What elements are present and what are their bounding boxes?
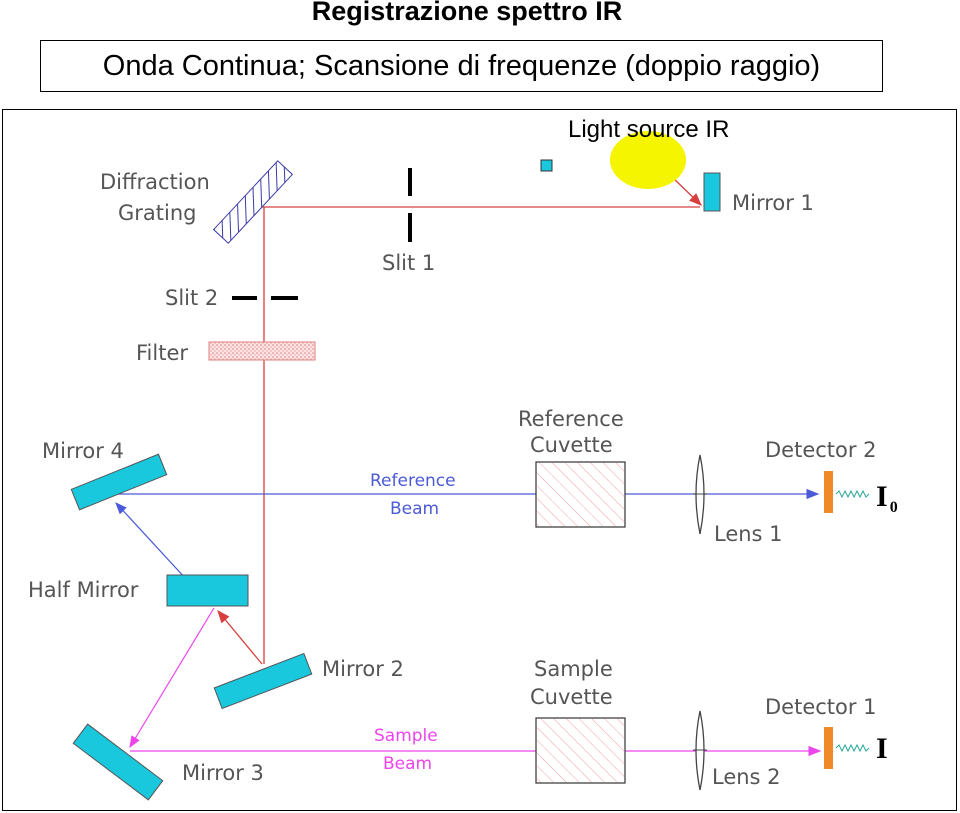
half-mirror	[166, 574, 249, 607]
detector-2-label: Detector 2	[765, 438, 877, 462]
mirror-3	[72, 723, 164, 801]
mirror-3-label: Mirror 3	[182, 761, 264, 785]
lens-2	[693, 710, 707, 791]
diffraction-label-1: Diffraction	[100, 170, 210, 194]
detector-1-signal-wave	[835, 743, 870, 753]
mirror-1	[703, 172, 721, 212]
subtitle-box: Onda Continua; Scansione di frequenze (d…	[40, 40, 883, 92]
light-source-label: Light source IR	[568, 116, 729, 143]
detector-1-label: Detector 1	[765, 695, 877, 719]
detector-2-signal-wave	[835, 489, 870, 499]
lens-1	[693, 454, 707, 535]
slit-1-label: Slit 1	[382, 251, 435, 275]
reference-cuvette-label-1: Reference	[518, 407, 624, 431]
mirror-4	[70, 453, 168, 511]
diffraction-label-2: Grating	[118, 201, 196, 225]
lens-1-label: Lens 1	[714, 522, 783, 546]
filter-label: Filter	[136, 341, 188, 365]
sample-cuvette-label-2: Cuvette	[530, 685, 613, 709]
sample-cuvette	[535, 717, 626, 784]
mirror-2	[213, 652, 313, 710]
reference-beam-label-2: Beam	[390, 499, 439, 519]
detector-1	[824, 727, 833, 769]
reference-cuvette-label-2: Cuvette	[530, 433, 613, 457]
signal-i-label: I	[876, 732, 888, 765]
mirror-4-label: Mirror 4	[42, 439, 124, 463]
small-square-marker	[540, 159, 553, 172]
light-source	[610, 131, 686, 189]
detector-2	[824, 471, 833, 513]
page-title: Registrazione spettro IR	[311, 0, 623, 26]
half-mirror-label: Half Mirror	[28, 578, 139, 602]
reference-beam-label-1: Reference	[370, 471, 456, 491]
lens-2-label: Lens 2	[712, 765, 781, 789]
filter	[208, 341, 316, 361]
sample-beam-path	[129, 607, 822, 757]
mirror-1-label: Mirror 1	[732, 191, 814, 215]
sample-cuvette-label-1: Sample	[534, 657, 613, 681]
reference-cuvette	[535, 461, 626, 528]
mirror-2-label: Mirror 2	[322, 657, 404, 681]
sample-beam-label-2: Beam	[383, 754, 432, 774]
red-beam-path	[217, 145, 702, 665]
subtitle: Onda Continua; Scansione di frequenze (d…	[102, 50, 821, 82]
sample-beam-label-1: Sample	[374, 726, 438, 746]
diffraction-grating	[212, 160, 294, 244]
slit-2-label: Slit 2	[165, 286, 218, 310]
